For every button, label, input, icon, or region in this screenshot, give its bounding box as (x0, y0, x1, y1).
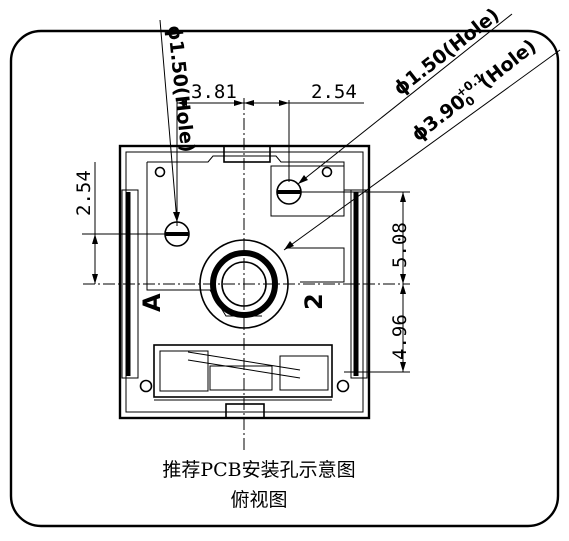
dim-right-upper: 5.08 (389, 222, 411, 268)
dim-left-vertical: 2.54 (73, 170, 95, 216)
leader-lines (159, 13, 561, 251)
outer-frame (9, 29, 560, 528)
pin-label-2: 2 (300, 293, 328, 310)
callout-big-hole-suffix: (Hole) (475, 35, 540, 93)
caption-line1: 推荐PCB安装孔示意图 (162, 459, 355, 481)
caption-line2: 俯视图 (230, 489, 287, 511)
callout-big-hole: ϕ3.90 +0.1 0 (Hole) (408, 35, 541, 146)
pin-label-a: A (138, 293, 166, 312)
dim-right-lower: 4.96 (389, 314, 411, 360)
dim-top-left: 3.81 (191, 81, 237, 103)
dimension-lines (82, 100, 410, 373)
center-lines (83, 98, 410, 452)
dim-top-right: 2.54 (311, 81, 357, 103)
